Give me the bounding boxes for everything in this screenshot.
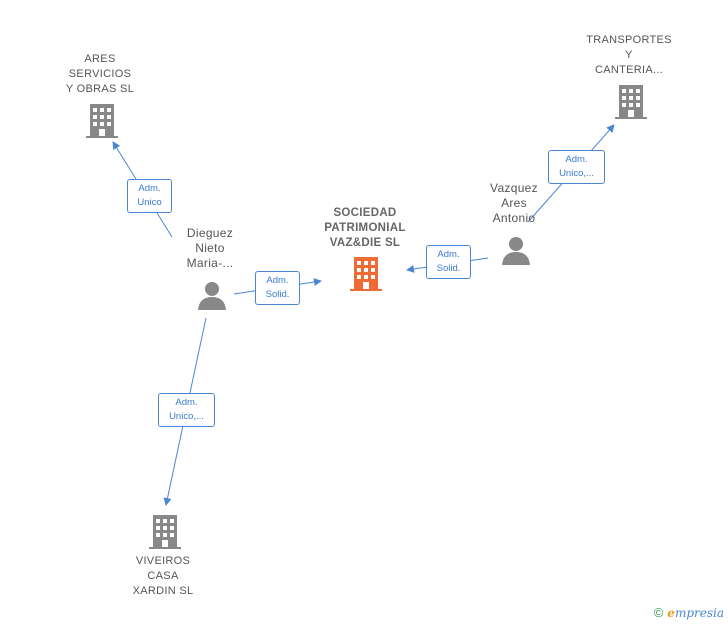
brand-logo-text: mpresia bbox=[674, 606, 724, 620]
brand-footer: ©empresia bbox=[654, 605, 724, 620]
company-label-viveiros: VIVEIROS CASA XARDIN SL bbox=[132, 555, 194, 597]
building-icon[interactable] bbox=[615, 85, 647, 119]
person-label-dieguez: Dieguez Nieto Maria-... bbox=[186, 226, 234, 270]
person-label-vazquez: Vazquez Ares Antonio bbox=[490, 181, 538, 225]
edge-badge-vazquez-transportes[interactable]: Adm. Unico,... bbox=[548, 150, 605, 184]
company-label-center: SOCIEDAD PATRIMONIAL VAZ&DIE SL bbox=[324, 207, 406, 249]
building-icon[interactable] bbox=[86, 104, 118, 138]
brand-logo-e: e bbox=[667, 606, 675, 620]
edge-badge-dieguez-ares[interactable]: Adm. Unico bbox=[127, 179, 172, 213]
company-label-ares: ARES SERVICIOS Y OBRAS SL bbox=[65, 53, 135, 95]
building-icon-main[interactable] bbox=[350, 257, 382, 291]
edge-badge-dieguez-viveiros[interactable]: Adm. Unico,... bbox=[158, 393, 215, 427]
person-icon[interactable] bbox=[501, 236, 531, 266]
person-icon[interactable] bbox=[197, 281, 227, 311]
building-icon[interactable] bbox=[149, 515, 181, 549]
copyright-icon: © bbox=[653, 605, 664, 620]
company-label-transportes: TRANSPORTES Y CANTERIA... bbox=[586, 34, 672, 76]
edge-badge-vazquez-center[interactable]: Adm. Solid. bbox=[426, 245, 471, 279]
edge-badge-dieguez-center[interactable]: Adm. Solid. bbox=[255, 271, 300, 305]
